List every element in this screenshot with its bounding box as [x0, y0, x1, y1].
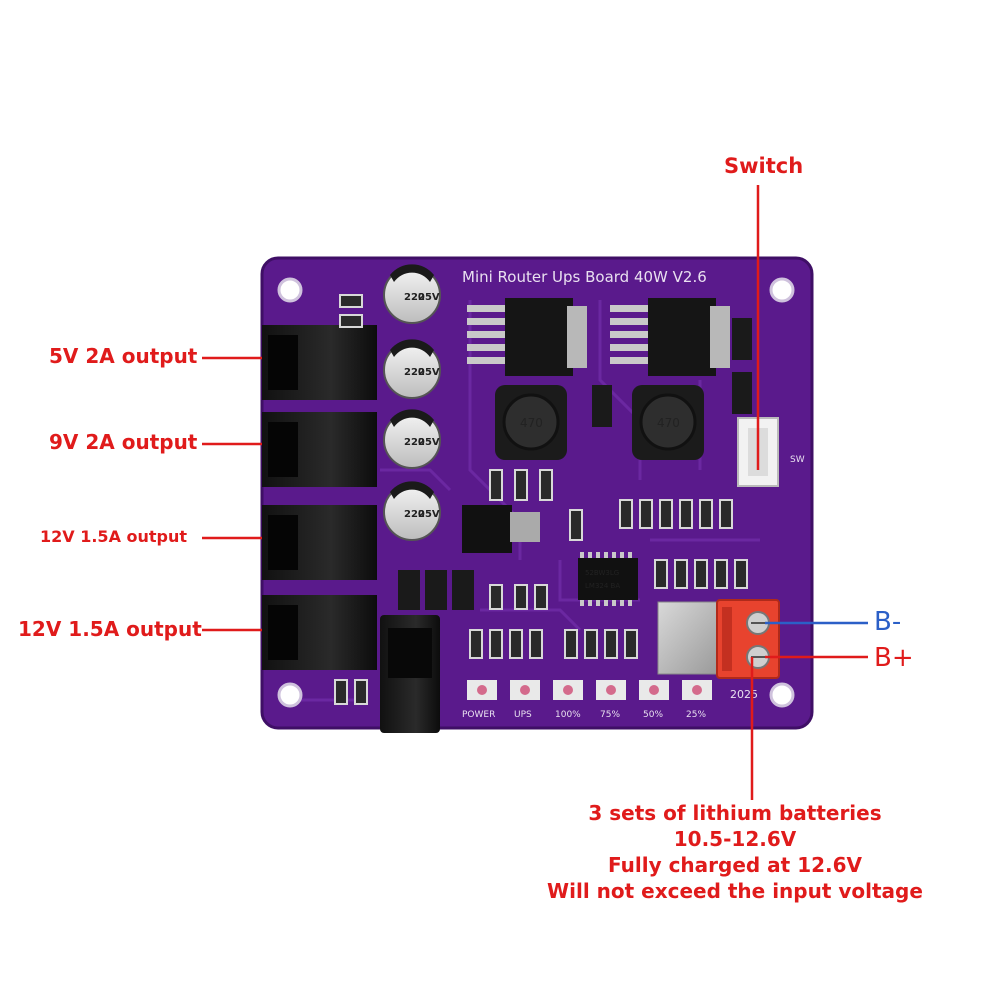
led-label-ups: UPS [514, 710, 532, 720]
output-5v-label: 5V 2A output [49, 344, 198, 368]
annotation-lines [202, 185, 868, 800]
switch-label: Switch [724, 154, 804, 178]
svg-text:25V: 25V [418, 509, 440, 520]
dc-jack-9v [262, 412, 377, 487]
svg-text:220: 220 [404, 367, 425, 378]
lm324-ic [578, 552, 638, 606]
inductor-marking-1: 470 [520, 416, 543, 430]
svg-text:25V: 25V [418, 437, 440, 448]
inductor-marking-2: 470 [657, 416, 680, 430]
output-9v-label: 9V 2A output [49, 430, 198, 454]
svg-text:25V: 25V [418, 367, 440, 378]
svg-text:25V: 25V [418, 292, 440, 303]
capacitors [383, 264, 441, 541]
board-title-silkscreen: Mini Router Ups Board 40W V2.6 [462, 268, 707, 286]
svg-text:220: 220 [404, 292, 425, 303]
battery-note: 3 sets of lithium batteries 10.5-12.6V F… [520, 800, 950, 904]
led-label-25: 25% [686, 710, 706, 720]
dc-jack-12v-b [262, 595, 377, 670]
battery-note-line-3: Fully charged at 12.6V [607, 853, 863, 877]
battery-note-line-1: 3 sets of lithium batteries [588, 801, 882, 825]
battery-terminal-block [716, 599, 780, 679]
sw-silkscreen: SW [790, 455, 805, 465]
b-plus-label: B+ [874, 643, 914, 673]
regulator-ics [467, 298, 730, 376]
output-12v-a-label: 12V 1.5A output [40, 527, 188, 546]
led-label-100: 100% [555, 710, 581, 720]
b-minus-label: B- [874, 607, 902, 637]
ic-marking-1: 52BW3LG [585, 569, 619, 577]
svg-text:220: 220 [404, 437, 425, 448]
mounting-holes [277, 277, 795, 708]
output-12v-b-label: 12V 1.5A output [18, 617, 202, 641]
small-regulator [462, 505, 540, 553]
led-label-50: 50% [643, 710, 663, 720]
smd-resistors [334, 294, 748, 705]
led-label-75: 75% [600, 710, 620, 720]
board-year-silkscreen: 2025 [730, 688, 758, 701]
dc-input-jack [380, 615, 440, 733]
inductors [495, 385, 704, 460]
dc-jack-5v [262, 325, 377, 400]
ic-marking-2: LM324 BA [585, 582, 620, 590]
led-label-power: POWER [462, 710, 495, 720]
battery-note-line-2: 10.5-12.6V [673, 827, 797, 851]
dc-jack-12v-a [262, 505, 377, 580]
metal-pad [657, 601, 719, 675]
status-leds [467, 680, 712, 700]
battery-note-line-4: Will not exceed the input voltage [547, 879, 923, 903]
svg-text:220: 220 [404, 509, 425, 520]
